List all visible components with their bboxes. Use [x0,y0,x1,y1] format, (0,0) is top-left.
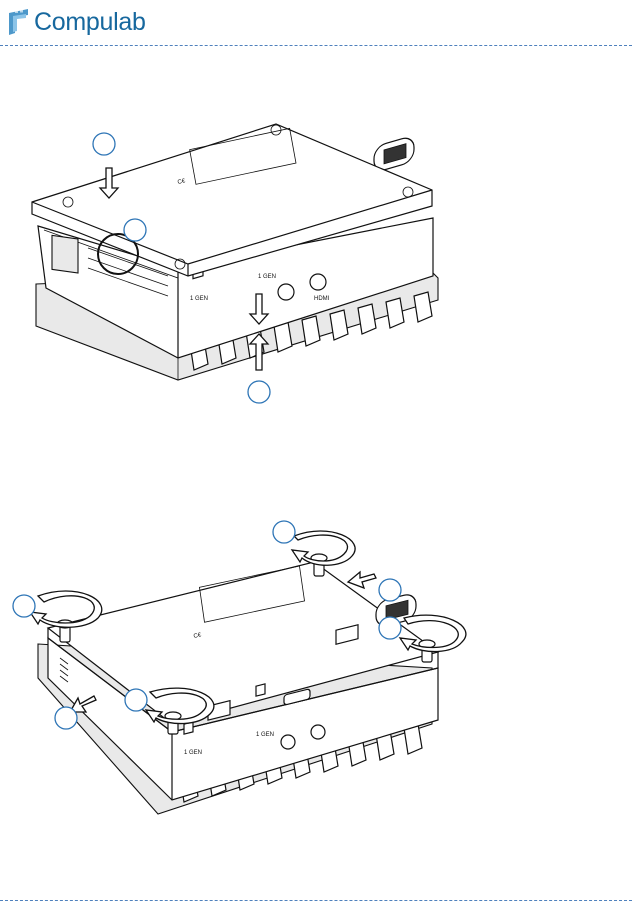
callout-left-lower [55,707,77,729]
logo-text: Compulab [34,8,146,37]
figure-screw-fastening: C€ 1 GEN 1 GEN [8,518,468,840]
callout-top [273,521,295,543]
svg-text:1 GEN: 1 GEN [190,296,208,302]
callout-right-upper [379,579,401,601]
footer-rule [0,900,632,901]
audio-jack-2 [310,274,326,290]
audio-jack-2b [311,725,325,739]
button-port-c [256,684,265,696]
svg-text:HDMI: HDMI [314,296,330,302]
page-header: Compulab [0,0,632,48]
svg-text:1 GEN: 1 GEN [184,750,202,756]
callout-1 [93,133,115,155]
figure-cover-removal: 1 GEN 1 GEN HDMI C€ [28,118,448,410]
internal-connector [52,235,78,273]
callout-left [13,595,35,617]
compulab-logo: Compulab [6,4,146,40]
push-arrow-right [348,572,376,588]
header-rule [0,45,632,46]
logo-mark-icon [6,7,32,37]
svg-text:1 GEN: 1 GEN [256,732,274,738]
svg-text:1 GEN: 1 GEN [258,274,276,280]
callout-right-lower [379,617,401,639]
audio-jack-1b [281,735,295,749]
callout-2 [124,219,146,241]
audio-jack-1 [278,284,294,300]
callout-3 [248,381,270,403]
callout-front [125,689,147,711]
